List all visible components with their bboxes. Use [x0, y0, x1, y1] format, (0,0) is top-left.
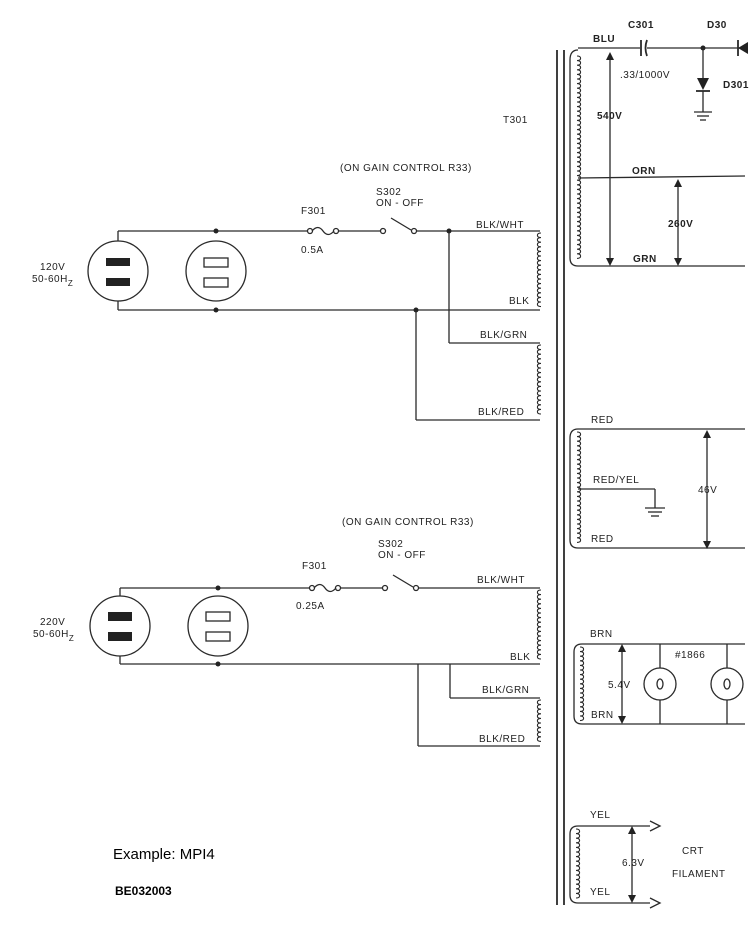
- lamp-label: #1866: [675, 650, 705, 661]
- primary-220v-coil-lower: [536, 699, 542, 742]
- d30-diode: [738, 42, 748, 54]
- crt-filament-arrow: [649, 820, 662, 832]
- fuse-rating-label: 0.5A: [301, 245, 324, 256]
- voltage-label: 120V: [40, 262, 65, 273]
- crt-label: CRT: [682, 846, 704, 857]
- switch-s302: [379, 227, 387, 235]
- pilot-lamp: [643, 667, 677, 701]
- 540v-label: 540V: [597, 111, 622, 122]
- blu-label: BLU: [593, 34, 615, 45]
- 46v-label: 46V: [698, 485, 717, 496]
- red-top-label: RED: [591, 415, 614, 426]
- 5.4v-label: 5.4V: [608, 680, 631, 691]
- gain-note-label: (ON GAIN CONTROL R33): [340, 163, 472, 174]
- t301-label: T301: [503, 115, 528, 126]
- yel-winding: YEL 6.3V CRT FILAMENT YEL: [569, 810, 725, 909]
- blk-label: BLK: [510, 652, 530, 663]
- switch-s302: [381, 584, 389, 592]
- c301-label: C301: [628, 20, 654, 31]
- brn-winding-coil: [579, 646, 585, 722]
- wall-plug: [87, 240, 149, 302]
- figure-code: BE032003: [115, 884, 172, 898]
- blk-label: BLK: [509, 296, 529, 307]
- cap-value-label: .33/1000V: [620, 70, 670, 81]
- yel-winding-coil: [575, 828, 581, 899]
- yel-top-label: YEL: [590, 810, 610, 821]
- switch-label: S302: [378, 539, 403, 550]
- 6.3v-label: 6.3V: [622, 858, 645, 869]
- crt-filament-arrow: [649, 897, 662, 909]
- brn-bottom-label: BRN: [591, 710, 614, 721]
- blk-grn-label: BLK/GRN: [482, 685, 529, 696]
- fuse-label: F301: [302, 561, 327, 572]
- wall-plug: [89, 595, 151, 657]
- hv-secondary-coil: [576, 55, 582, 259]
- fuse-rating-label: 0.25A: [296, 601, 325, 612]
- blk-wht-label: BLK/WHT: [477, 575, 525, 586]
- voltage-label: 220V: [40, 617, 65, 628]
- primary-120v-circuit: (ON GAIN CONTROL R33) S302 ON - OFF F301…: [32, 163, 542, 421]
- switch-label: S302: [376, 187, 401, 198]
- filament-label: FILAMENT: [672, 869, 725, 880]
- d30-label: D30: [707, 20, 727, 31]
- d301-diode: [697, 78, 709, 90]
- freq-label: 50-60HZ: [32, 274, 73, 288]
- line-socket: [185, 240, 247, 302]
- blk-grn-label: BLK/GRN: [480, 330, 527, 341]
- yel-bottom-label: YEL: [590, 887, 610, 898]
- brn-winding: BRN 5.4V #1866 BRN: [573, 629, 745, 725]
- red-winding-coil: [576, 431, 582, 543]
- grn-label: GRN: [633, 254, 657, 265]
- 260v-label: 260V: [668, 219, 693, 230]
- primary-120v-coil-lower: [536, 344, 542, 415]
- red-bottom-label: RED: [591, 534, 614, 545]
- example-caption: Example: MPI4: [113, 846, 215, 863]
- d301-label: D301: [723, 80, 749, 91]
- fuse-f301: [308, 584, 316, 592]
- orn-label: ORN: [632, 166, 656, 177]
- line-socket: [187, 595, 249, 657]
- switch-state-label: ON - OFF: [378, 550, 426, 561]
- hv-secondary: C301 D30 BLU .33/1000V D301 540V T301 OR…: [503, 20, 749, 267]
- red-yel-label: RED/YEL: [593, 475, 639, 486]
- gain-note-label: (ON GAIN CONTROL R33): [342, 517, 474, 528]
- blk-red-label: BLK/RED: [478, 407, 524, 418]
- primary-220v-coil-upper: [536, 589, 542, 660]
- blk-red-label: BLK/RED: [479, 734, 525, 745]
- switch-state-label: ON - OFF: [376, 198, 424, 209]
- fuse-f301: [306, 227, 314, 235]
- fuse-label: F301: [301, 206, 326, 217]
- freq-label: 50-60HZ: [33, 629, 74, 643]
- brn-top-label: BRN: [590, 629, 613, 640]
- blk-wht-label: BLK/WHT: [476, 220, 524, 231]
- primary-120v-coil-upper: [536, 232, 542, 308]
- primary-220v-circuit: (ON GAIN CONTROL R33) S302 ON - OFF F301…: [33, 517, 542, 747]
- pilot-lamp: [710, 667, 744, 701]
- red-winding: RED RED/YEL 46V RED: [569, 415, 745, 549]
